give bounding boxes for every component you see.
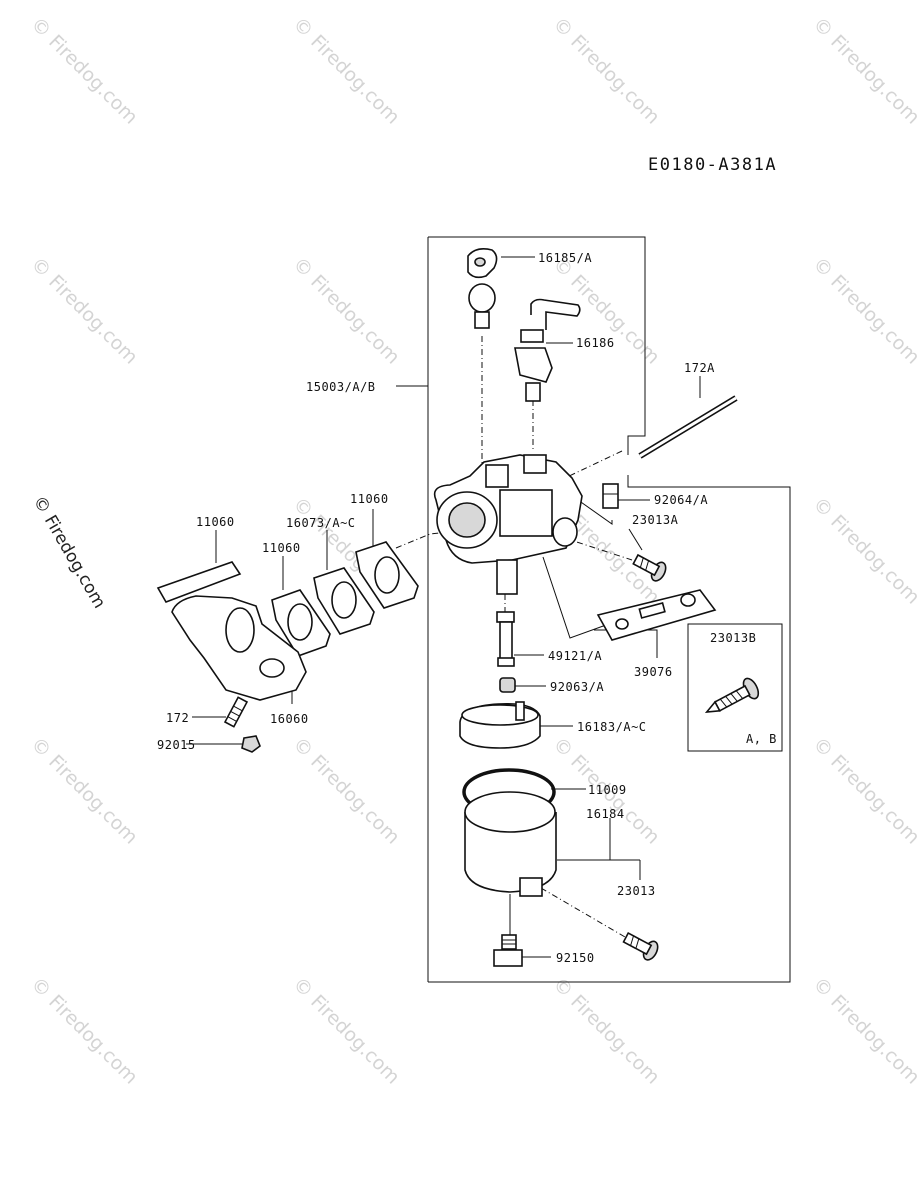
main-nozzle-49121-icon: [496, 611, 515, 667]
watermark: © Firedog.com: [26, 253, 141, 368]
label-16184: 16184: [586, 807, 625, 821]
screw-23013-icon: [622, 931, 659, 961]
parts: [156, 248, 738, 967]
watermark: © Firedog.com: [548, 13, 663, 128]
label-15003: 15003/A/B: [306, 380, 376, 394]
watermark: © Firedog.com: [548, 973, 663, 1088]
watermark: © Firedog.com: [288, 973, 403, 1088]
watermark: © Firedog.com: [808, 733, 917, 848]
leader-lines: [186, 256, 701, 958]
label-16060: 16060: [270, 712, 309, 726]
label-11060-c: 11060: [350, 492, 389, 506]
watermark: © Firedog.com: [808, 253, 917, 368]
float-bowl-16184-icon: [464, 791, 557, 897]
label-16073: 16073/A~C: [286, 516, 356, 530]
watermark: © Firedog.com: [808, 13, 917, 128]
watermark: © Firedog.com: [288, 13, 403, 128]
gasket-11060-c-icon: [355, 541, 419, 609]
stud-172a-icon: [638, 395, 738, 459]
label-172a: 172A: [684, 361, 715, 375]
label-16183: 16183/A~C: [577, 720, 647, 734]
label-16186: 16186: [576, 336, 615, 350]
label-11009: 11009: [588, 783, 627, 797]
diagram-code: E0180-A381A: [648, 155, 777, 175]
jet-kit-39076-icon: [596, 589, 717, 641]
watermark: © Firedog.com: [26, 973, 141, 1088]
gasket-11060-b-icon: [271, 589, 331, 657]
choke-lever-16185-icon: [467, 248, 498, 329]
gasket-11060-a-icon: [156, 561, 242, 603]
watermark: © Firedog.com: [808, 493, 917, 608]
stud-172-icon: [223, 696, 249, 728]
bolt-92150-icon: [493, 934, 523, 967]
float-16183-icon: [459, 701, 541, 749]
label-92063: 92063/A: [550, 680, 604, 694]
watermark: © Firedog.com: [808, 973, 917, 1088]
assembly-frame: [427, 236, 791, 983]
screw-23013a-icon: [632, 553, 667, 582]
callout-labels: 16185/A 16186 15003/A/B 172A 92064/A 230…: [157, 251, 777, 965]
side-watermark: © Firedog.com: [29, 493, 110, 612]
inset-23013b-box: [687, 623, 783, 752]
label-11060-b: 11060: [262, 541, 301, 555]
watermark: © Firedog.com: [26, 13, 141, 128]
label-92064: 92064/A: [654, 493, 708, 507]
inset-label: A, B: [746, 732, 777, 746]
carburetor-body-icon: [433, 454, 583, 595]
plug-92064-icon: [602, 483, 619, 509]
label-23013: 23013: [617, 884, 656, 898]
intake-pipe-16060-icon: [171, 595, 307, 701]
label-92150: 92150: [556, 951, 595, 965]
jet-92063-icon: [499, 677, 516, 693]
label-39076: 39076: [634, 665, 673, 679]
label-172: 172: [166, 711, 189, 725]
watermark: © Firedog.com: [288, 733, 403, 848]
label-11060-a: 11060: [196, 515, 235, 529]
label-23013a: 23013A: [632, 513, 679, 527]
label-92015: 92015: [157, 738, 196, 752]
screw-23013b-icon: [704, 677, 760, 713]
label-16185a: 16185/A: [538, 251, 592, 265]
nut-92015-icon: [241, 735, 261, 753]
watermark: © Firedog.com: [26, 733, 141, 848]
label-49121: 49121/A: [548, 649, 602, 663]
gasket-16073-icon: [313, 567, 375, 635]
watermark: © Firedog.com: [288, 253, 403, 368]
label-23013b: 23013B: [710, 631, 756, 645]
throttle-lever-16186-icon: [514, 298, 581, 402]
